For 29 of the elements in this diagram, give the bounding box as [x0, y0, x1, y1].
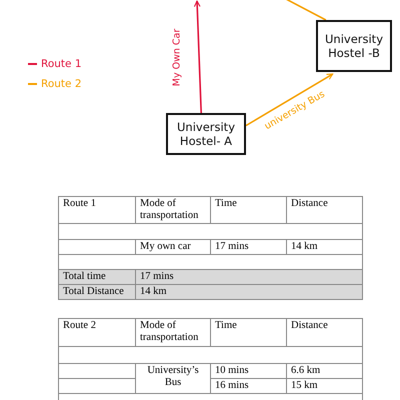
connector-arrow — [246, 73, 334, 126]
table-cell: University’s Bus — [136, 364, 210, 394]
table-cell: Total Distance — [58, 284, 136, 300]
legend-label: Route 1 — [41, 58, 82, 70]
table-cell: 17 mins — [136, 270, 362, 285]
table-cell: 16 mins — [210, 378, 286, 394]
table-cell: Distance — [286, 318, 362, 346]
table-cell: 17 mins — [210, 240, 286, 255]
table-cell: 10 mins — [210, 364, 286, 379]
node-label: University Hostel- A — [176, 120, 236, 148]
node-box — [316, 20, 392, 72]
edge-label: My Own Car — [171, 27, 182, 87]
table-cell: Mode of transportation — [136, 318, 210, 346]
arrow — [194, 0, 202, 114]
table-cell: 15 km — [286, 378, 362, 394]
node-box — [166, 113, 246, 155]
table-cell: Route 2 — [58, 318, 136, 346]
table-cell: 14 km — [136, 284, 362, 300]
table-cell: 14 km — [286, 240, 362, 255]
table-cell: Total time — [58, 270, 136, 285]
table-cell: Distance — [286, 196, 362, 224]
legend-label: Route 2 — [41, 78, 82, 90]
table-cell: Mode of transportation — [136, 196, 210, 224]
table-cell: Time — [210, 196, 286, 224]
table-cell: 6.6 km — [286, 364, 362, 379]
table-cell: Time — [210, 318, 286, 346]
table-cell: My own car — [136, 240, 210, 255]
node-label: University Hostel -B — [324, 32, 384, 60]
table-cell: Route 1 — [58, 196, 136, 224]
